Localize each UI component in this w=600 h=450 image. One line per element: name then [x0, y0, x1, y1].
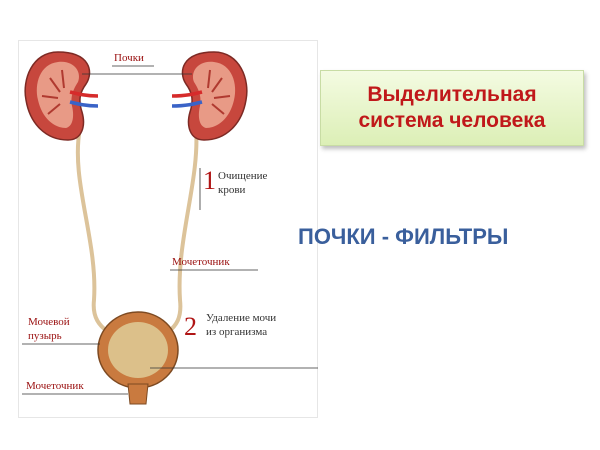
- bladder: [97, 311, 179, 405]
- slide-title-line1: Выделительная: [367, 83, 537, 106]
- step1-number: 1: [203, 166, 216, 195]
- right-kidney: [171, 51, 248, 141]
- slide-title-line2: система человека: [358, 109, 546, 132]
- right-ureter: [166, 127, 199, 334]
- step1-label-line1: Очищение: [218, 170, 268, 182]
- urethra-label: Мочеточник: [26, 380, 84, 392]
- left-kidney: [24, 51, 99, 141]
- slide-subtitle: ПОЧКИ - ФИЛЬТРЫ: [298, 224, 509, 249]
- kidneys-label: Почки: [114, 52, 144, 64]
- diagram-frame: [18, 40, 318, 418]
- bladder-label-line1: Мочевой: [28, 316, 70, 328]
- step1-label-line2: крови: [218, 184, 246, 196]
- step2-label-line1: Удаление мочи: [206, 312, 277, 324]
- left-ureter: [75, 127, 110, 334]
- step2-number: 2: [184, 312, 197, 341]
- ureter-label: Мочеточник: [172, 256, 230, 268]
- bladder-label-line2: пузырь: [28, 330, 62, 342]
- slide-title-box: Выделительная система человека: [320, 70, 584, 146]
- step2-label-line2: из организма: [206, 326, 268, 338]
